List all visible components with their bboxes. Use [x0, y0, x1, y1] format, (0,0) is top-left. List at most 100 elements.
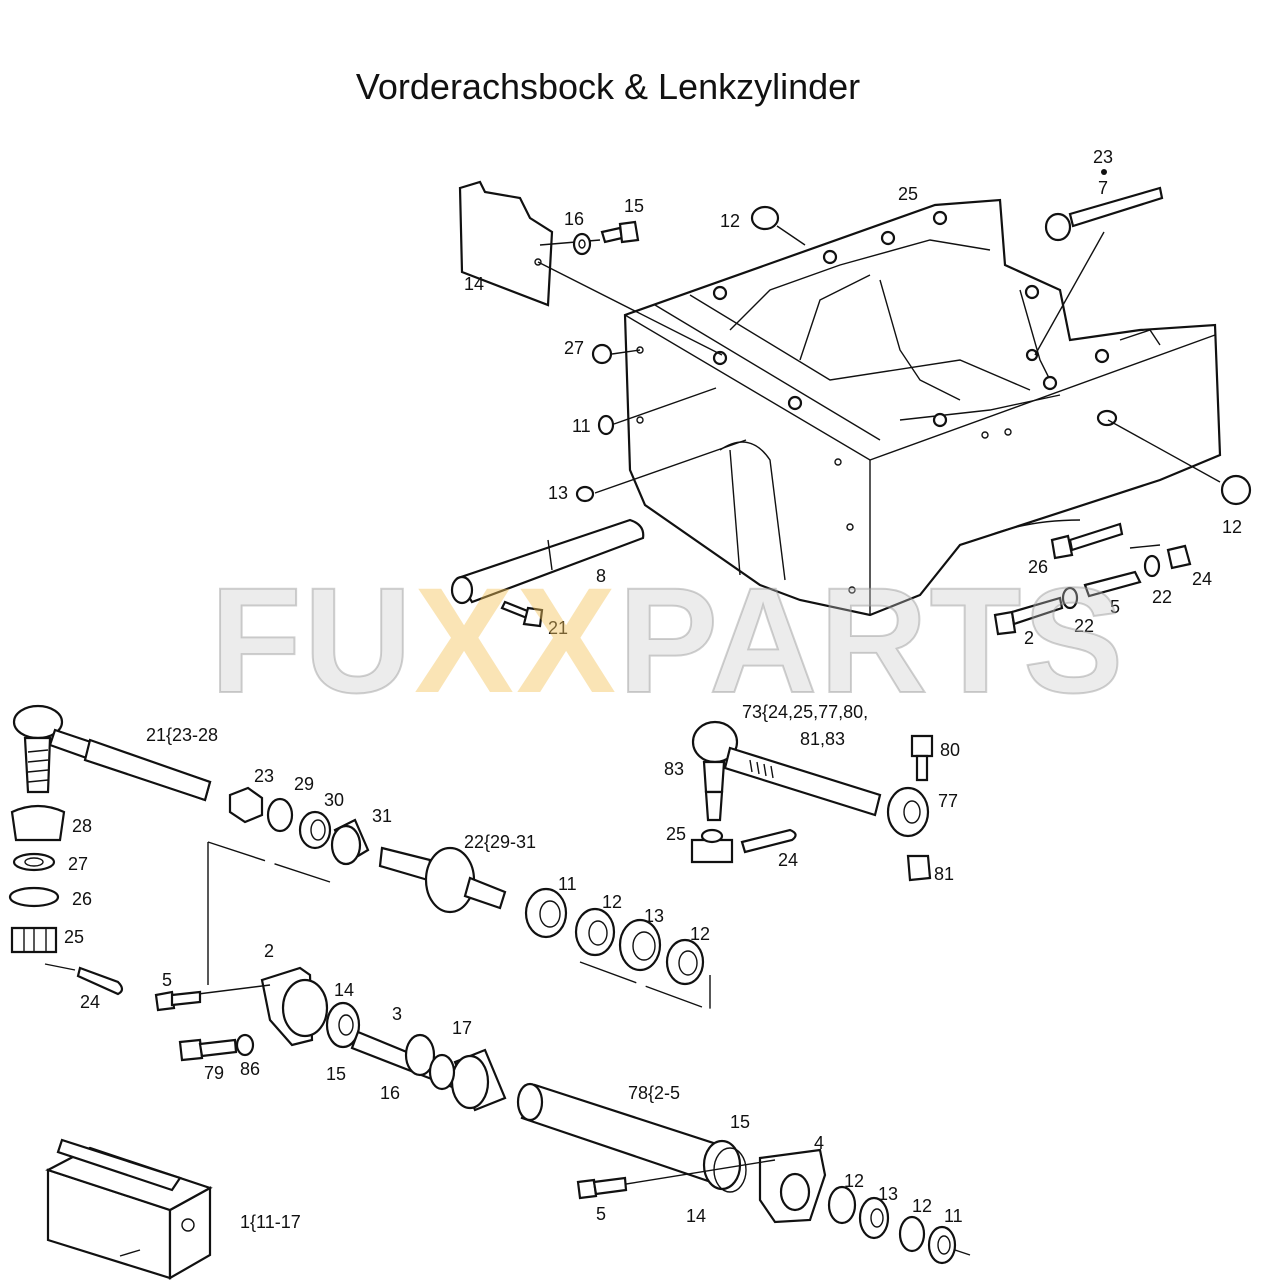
label-21: 21: [548, 618, 568, 638]
tie-rod-73: [691, 720, 882, 822]
label-12: 12: [720, 211, 740, 231]
clamp-77: [886, 786, 930, 838]
label-5: 5: [162, 970, 172, 990]
label-27: 27: [68, 854, 88, 874]
screw-5: [154, 990, 202, 1012]
cylinder-end-4: [619, 1148, 827, 1224]
label-28: 28: [72, 816, 92, 836]
label-86: 86: [240, 1059, 260, 1079]
label-group-1: 1{11-17: [240, 1212, 301, 1232]
label-25: 25: [898, 184, 918, 204]
screw-21: [500, 600, 544, 628]
label-group-21: 21{23-28: [146, 725, 218, 745]
plug-12-top: [750, 205, 806, 246]
screw-15: [539, 220, 640, 246]
clip-26: [8, 886, 60, 908]
label-12: 12: [1222, 517, 1242, 537]
label-13: 13: [878, 1184, 898, 1204]
label-24: 24: [80, 992, 100, 1012]
ball-socket-28: [10, 804, 66, 842]
label-79: 79: [204, 1063, 224, 1083]
label-30: 30: [324, 790, 344, 810]
watermark-text-parts: PARTS: [617, 556, 1126, 724]
label-12: 12: [602, 892, 622, 912]
plug-13: [575, 439, 747, 503]
guide-17: [428, 1048, 507, 1112]
label-14: 14: [334, 980, 354, 1000]
label-27: 27: [564, 338, 584, 358]
label-17: 17: [452, 1018, 472, 1038]
label-5: 5: [596, 1204, 606, 1224]
bolt-80: [910, 734, 934, 782]
label-3: 3: [392, 1004, 402, 1024]
seal-kit-box-1: [45, 1138, 213, 1280]
seal-13: [618, 918, 662, 972]
cylinder-tube-78: [516, 1082, 737, 1187]
seal-15: [702, 1139, 747, 1193]
label-5: 5: [1110, 597, 1120, 617]
label-group-73b: 81,83: [800, 729, 845, 749]
seal-11: [524, 887, 568, 939]
label-13: 13: [644, 906, 664, 926]
nut-23: [228, 786, 264, 824]
cotter-pin-24c: [740, 828, 797, 854]
pin-8: [450, 518, 645, 605]
nut-81: [906, 854, 932, 882]
label-23: 23: [1093, 147, 1113, 167]
plug-27: [591, 343, 641, 365]
label-22: 22: [1152, 587, 1172, 607]
label-31: 31: [372, 806, 392, 826]
label-13: 13: [548, 483, 568, 503]
label-2: 2: [264, 941, 274, 961]
ring-12b: [665, 938, 705, 986]
label-77: 77: [938, 791, 958, 811]
seal-11c: [927, 1225, 971, 1265]
cotter-pin-24: [44, 963, 124, 996]
cover-plate-14: [458, 180, 723, 356]
label-group-78: 78{2-5: [628, 1083, 680, 1103]
label-12: 12: [912, 1196, 932, 1216]
seal-14: [325, 1001, 361, 1049]
label-11: 11: [572, 416, 591, 436]
label-81: 81: [934, 864, 954, 884]
front-axle-bracket: [623, 198, 1222, 617]
label-15: 15: [326, 1064, 346, 1084]
label-group-73a: 73{24,25,77,80,: [742, 702, 868, 722]
watermark-text-xx: XX: [413, 556, 619, 724]
label-26: 26: [1028, 557, 1048, 577]
castle-nut-25: [10, 926, 58, 954]
castle-nut-25c: [690, 828, 734, 864]
label-23: 23: [254, 766, 274, 786]
seal-12e: [827, 1185, 857, 1225]
label-11: 11: [944, 1206, 963, 1226]
label-14: 14: [464, 274, 484, 294]
part-labels: 14 16 15 12 25 23 7 27 11 13 12 26 24 8 …: [64, 147, 1242, 1232]
bolt-7: [1034, 169, 1164, 356]
ring-16: [404, 1033, 436, 1077]
label-14: 14: [686, 1206, 706, 1226]
label-11: 11: [558, 874, 577, 894]
label-29: 29: [294, 774, 314, 794]
label-24: 24: [1192, 569, 1212, 589]
label-15: 15: [624, 196, 644, 216]
bolt-26: [1050, 522, 1124, 560]
ring-30: [298, 810, 332, 850]
washer-86: [235, 1033, 255, 1057]
watermark-text-fu: FU: [209, 556, 414, 724]
label-7: 7: [1098, 178, 1108, 198]
plug-11: [597, 387, 717, 436]
stud-assembly-5: [993, 544, 1192, 636]
ring-27: [12, 852, 56, 872]
label-16: 16: [380, 1083, 400, 1103]
bolt-79: [178, 1038, 238, 1062]
label-80: 80: [940, 740, 960, 760]
label-22: 22: [1074, 616, 1094, 636]
label-83: 83: [664, 759, 684, 779]
page-title: Vorderachsbock & Lenkzylinder: [355, 66, 861, 107]
label-26: 26: [72, 889, 92, 909]
label-16: 16: [564, 209, 584, 229]
label-4: 4: [814, 1133, 824, 1153]
cylinder-head-2: [189, 966, 329, 1047]
watermark-logo: FUXXPARTS: [209, 556, 1126, 724]
